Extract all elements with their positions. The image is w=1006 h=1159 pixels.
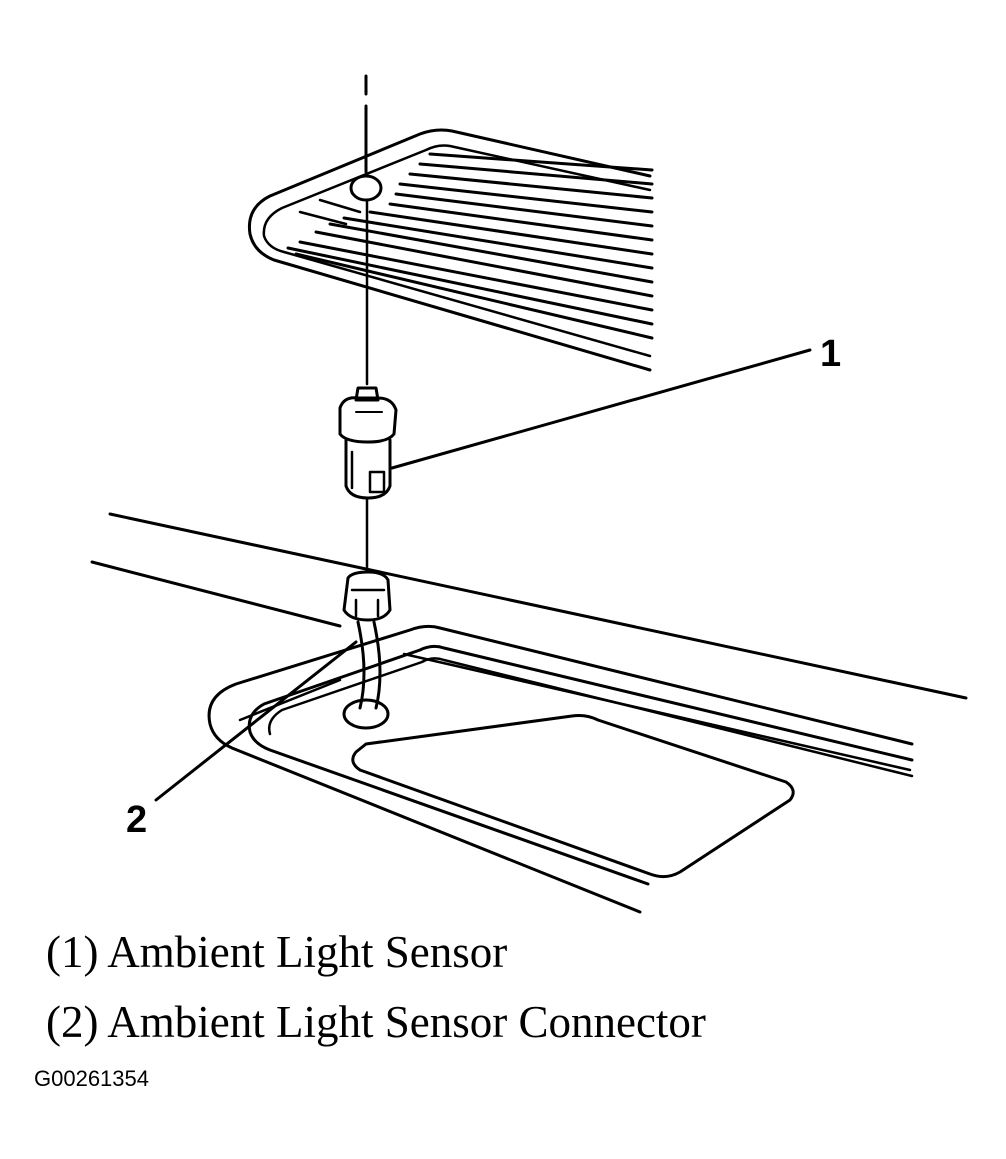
sensor-mount-hole — [349, 174, 383, 202]
ambient-light-sensor-connector — [342, 570, 392, 730]
ambient-light-sensor — [338, 386, 398, 500]
connector-pass-through-hole — [342, 698, 390, 730]
tray-inner-opening — [351, 714, 795, 879]
lower-dash-surface — [90, 512, 968, 700]
dash-vent-panel — [247, 128, 654, 372]
leader-line-2 — [154, 640, 358, 802]
legend-item-ambient-light-sensor: (1) Ambient Light Sensor — [46, 927, 508, 977]
connector-wire — [356, 620, 366, 710]
callout-number-1: 1 — [820, 333, 841, 375]
legend-item-ambient-light-sensor-connector: (2) Ambient Light Sensor Connector — [46, 997, 706, 1047]
dash-recess-tray — [207, 624, 914, 914]
callout-leader-lines — [154, 348, 812, 802]
callout-number-2: 2 — [126, 799, 147, 841]
figure-id: G00261354 — [34, 1066, 149, 1091]
vent-slats — [286, 152, 654, 340]
leader-line-1 — [390, 348, 812, 470]
